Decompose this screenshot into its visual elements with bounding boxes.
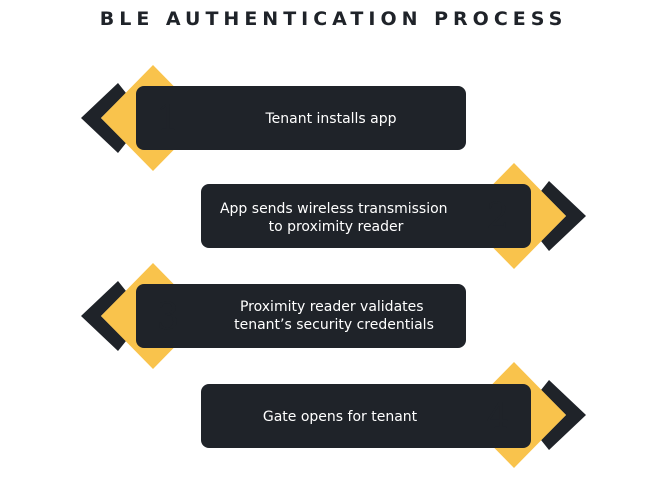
step-1-chevron-icon [81, 83, 126, 153]
step-2-text-line-2: to proximity reader [269, 219, 404, 235]
step-1-text: Tenant installs app [264, 111, 396, 127]
step-1-box [136, 86, 466, 150]
step-3-chevron-icon [81, 281, 126, 351]
step-2: 2 App sends wireless transmission to pro… [201, 163, 586, 269]
step-3-text-line-2: tenant’s security credentials [234, 317, 434, 333]
step-1: 1 Tenant installs app [81, 65, 466, 171]
step-3: 3 Proximity reader validates tenant’s se… [81, 263, 466, 369]
step-2-number: 2 [487, 197, 510, 238]
step-4-text: Gate opens for tenant [263, 409, 418, 425]
step-3-text-line-1: Proximity reader validates [240, 299, 424, 315]
step-4: 4 Gate opens for tenant [201, 362, 586, 468]
step-3-box [136, 284, 466, 348]
step-4-chevron-icon [541, 380, 586, 450]
step-4-box [201, 384, 531, 448]
step-2-box [201, 184, 531, 248]
step-2-text-line-1: App sends wireless transmission [220, 201, 448, 217]
step-1-number: 1 [157, 99, 180, 140]
step-3-number: 3 [157, 297, 180, 338]
step-2-chevron-icon [541, 181, 586, 251]
diagram-title: BLE AUTHENTICATION PROCESS [99, 8, 568, 30]
step-3-text: Proximity reader validates tenant’s secu… [234, 299, 434, 333]
step-2-text: App sends wireless transmission to proxi… [220, 201, 452, 235]
step-4-text-line-1: Gate opens for tenant [263, 409, 418, 425]
step-1-text-line-1: Tenant installs app [264, 111, 396, 127]
step-4-number: 4 [487, 397, 510, 438]
